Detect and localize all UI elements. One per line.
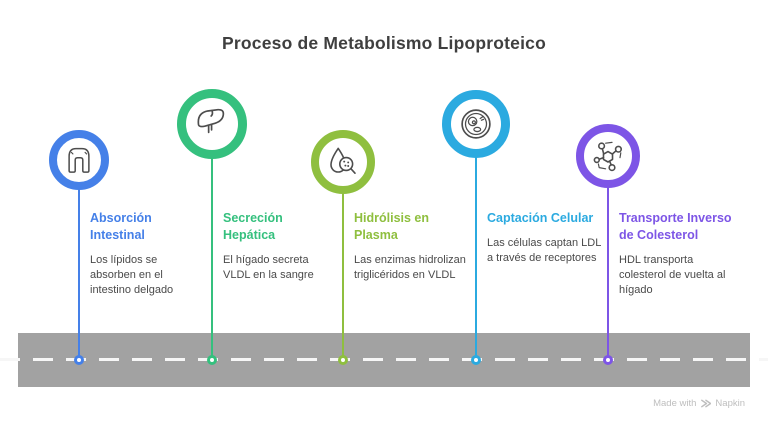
stage-captacion-celular: Captación Celular Las células captan LDL… [487, 210, 601, 266]
page-title: Proceso de Metabolismo Lipoproteico [222, 33, 546, 53]
stage-description: Las células captan LDL a través de recep… [487, 237, 601, 264]
stage-title: Hidrólisis en Plasma [354, 211, 430, 242]
stage-connector-line [607, 187, 609, 360]
stage-connector-line [342, 193, 344, 360]
intestine-icon [68, 147, 90, 173]
stage-title: Secreción Hepática [223, 211, 283, 242]
road-dashed-centerline [0, 358, 768, 361]
stage-icon-circle [177, 89, 247, 159]
stage-description: Las enzimas hidrolizan triglicéridos en … [354, 254, 466, 281]
road-marker-dot [207, 355, 217, 365]
stage-icon-circle [576, 124, 640, 188]
stage-connector-line [211, 158, 213, 360]
molecule-icon [593, 141, 622, 172]
stage-absorcion-intestinal: Absorción Intestinal Los lípidos se abso… [90, 210, 204, 298]
napkin-logo-icon [701, 399, 712, 408]
stage-icon-circle [311, 130, 375, 194]
road-marker-dot [603, 355, 613, 365]
cell-icon [461, 109, 491, 139]
road-marker-dot [338, 355, 348, 365]
stage-icon-circle [49, 130, 109, 190]
droplet-magnifier-icon [330, 147, 356, 174]
road-marker-dot [74, 355, 84, 365]
stage-connector-line [475, 157, 477, 360]
stage-description: El hígado secreta VLDL en la sangre [223, 254, 314, 281]
stage-connector-line [78, 189, 80, 360]
stage-description: HDL transporta colesterol de vuelta al h… [619, 254, 726, 296]
stage-title: Captación Celular [487, 211, 594, 225]
watermark-prefix: Made with [653, 398, 697, 409]
stage-transporte-inverso: Transporte Inverso de Colesterol HDL tra… [619, 210, 733, 298]
liver-icon [197, 108, 225, 134]
watermark-brand: Napkin [715, 398, 745, 409]
stage-title: Transporte Inverso de Colesterol [619, 211, 732, 242]
stage-hidrolisis-en-plasma: Hidrólisis en Plasma Las enzimas hidroli… [354, 210, 468, 283]
napkin-watermark[interactable]: Made with Napkin [653, 398, 745, 409]
stage-icon-circle [442, 90, 510, 158]
stage-secrecion-hepatica: Secreción Hepática El hígado secreta VLD… [223, 210, 337, 283]
stage-title: Absorción Intestinal [90, 211, 152, 242]
stage-description: Los lípidos se absorben en el intestino … [90, 254, 174, 296]
road-marker-dot [471, 355, 481, 365]
